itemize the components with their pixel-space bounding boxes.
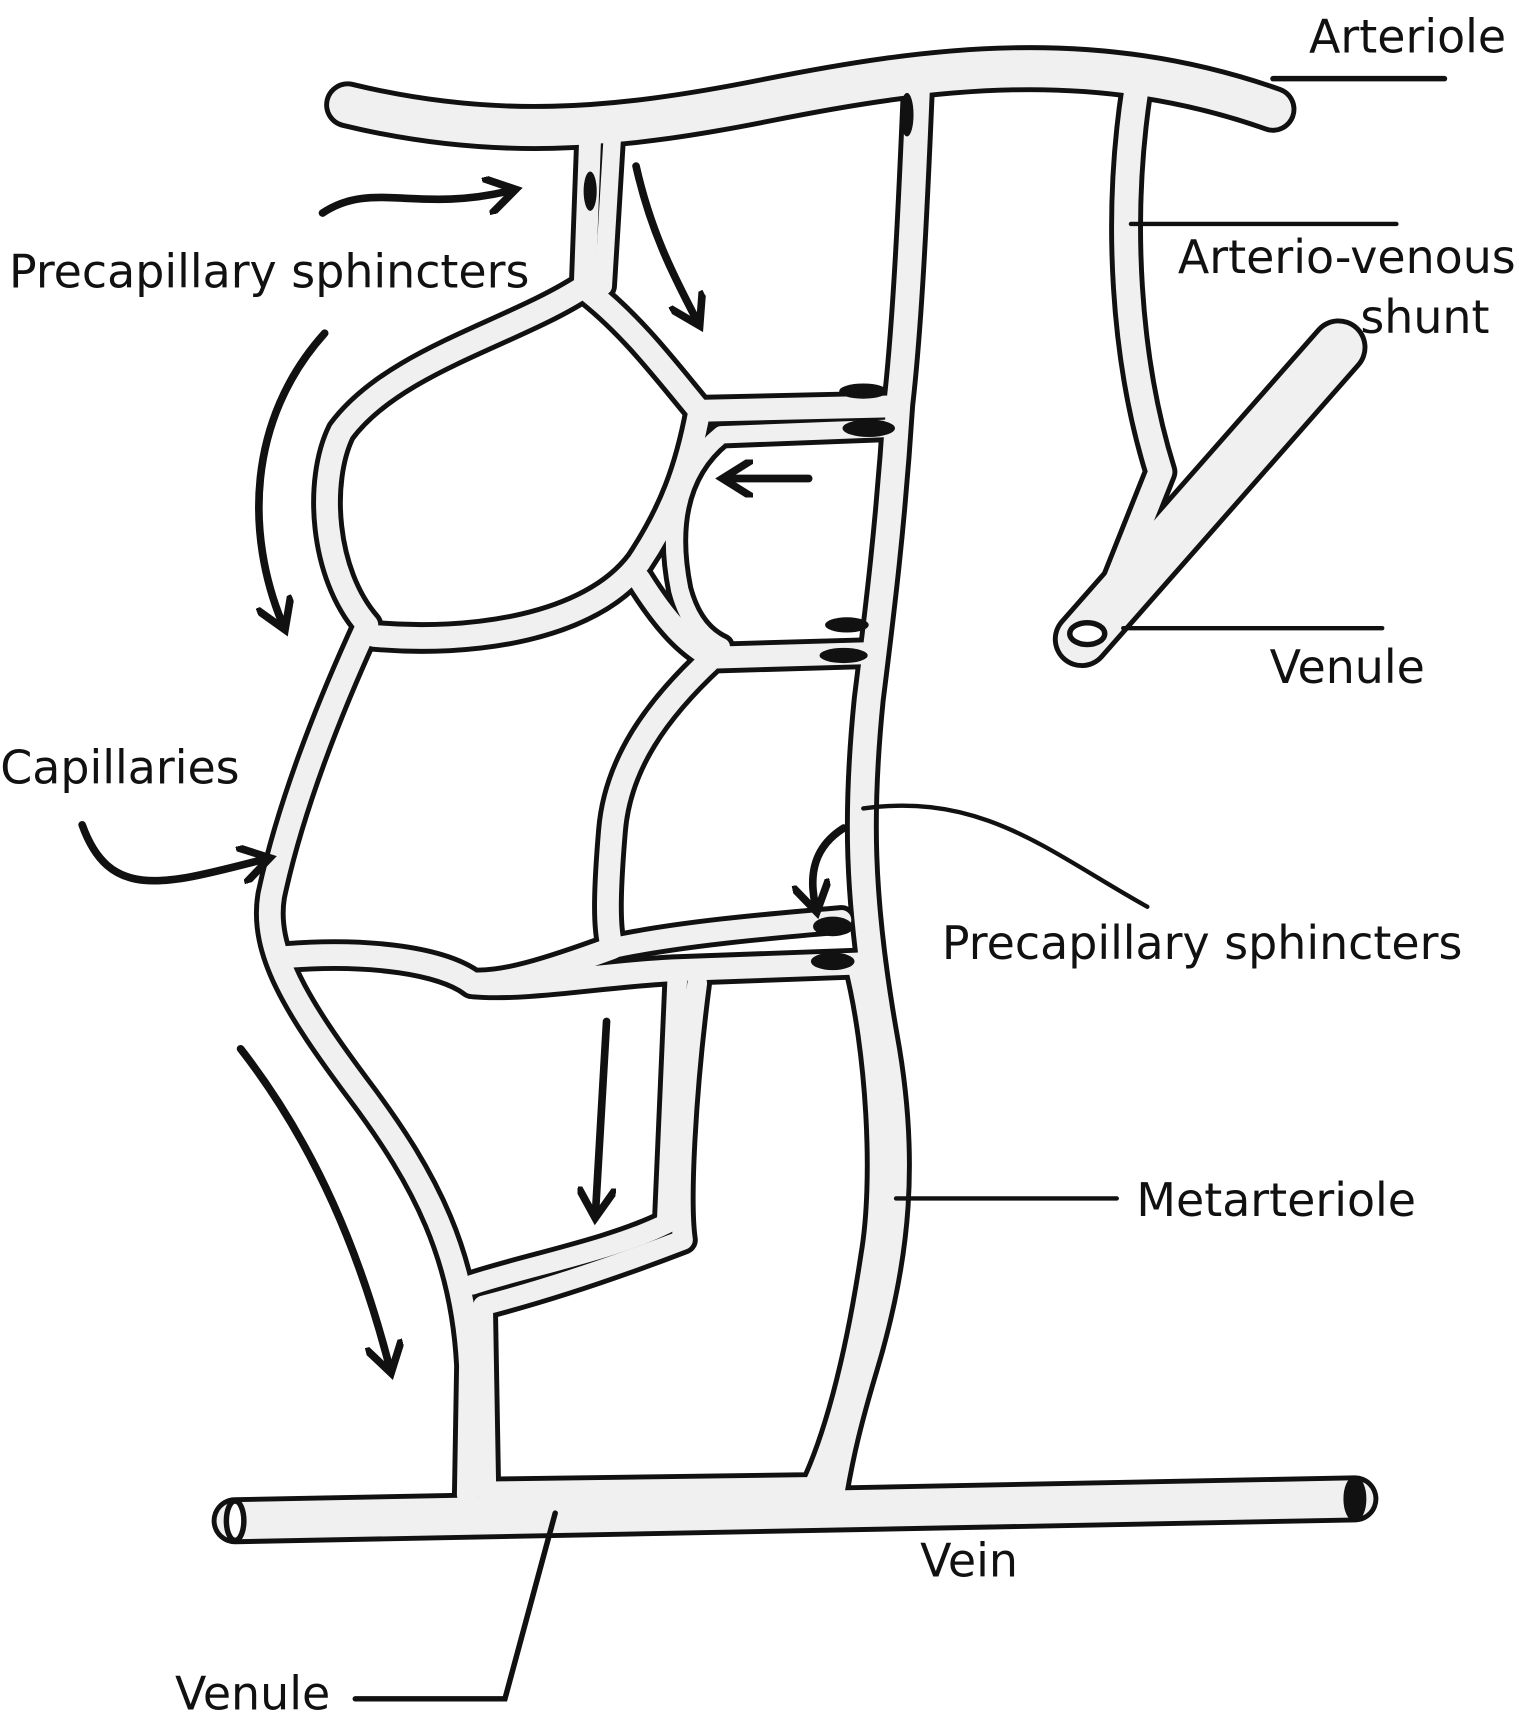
label-metarteriole: Metarteriole (1136, 1173, 1416, 1227)
sphincter-mark (842, 419, 895, 437)
sphincter-mark (839, 383, 888, 399)
flow-arrow-icon (318, 191, 509, 217)
capillary-lumen (486, 952, 892, 1504)
capillary-lumen (462, 962, 688, 1295)
sphincter-mark (900, 92, 914, 137)
capillary-lumen (461, 952, 869, 996)
label-venule-bottom: Venule (175, 1667, 330, 1713)
flow-arrow-icon (255, 329, 329, 623)
vessel-end (1067, 619, 1108, 648)
vessel-end (223, 1498, 247, 1544)
capillary-lumen (665, 419, 900, 656)
sphincter-mark (813, 916, 853, 937)
sphincter-mark (810, 952, 855, 971)
capillary-lumen (602, 910, 852, 959)
precap-right-leader (861, 803, 1150, 909)
capillary-lumen (258, 125, 602, 1506)
sphincter-marks (583, 92, 914, 971)
capillary-lumen (473, 973, 708, 1502)
sphincter-mark (819, 647, 868, 664)
av-shunt-lumen (1086, 77, 1173, 641)
sphincter-mark (825, 617, 869, 633)
flow-arrow-icon (78, 820, 262, 885)
flow-arrow-icon (596, 1017, 607, 1210)
label-arteriole: Arteriole (1309, 9, 1506, 63)
flow-arrow-icon (813, 824, 848, 904)
vessel-end (1343, 1476, 1367, 1522)
leader-lines (352, 75, 1448, 1702)
arteriole-lumen (329, 50, 1292, 147)
flow-arrow-icon (236, 1044, 390, 1366)
flow-arrows (78, 162, 848, 1366)
venule-bottom-leader (352, 1510, 558, 1702)
label-capillaries: Capillaries (0, 740, 239, 794)
label-av-shunt-2: shunt (1360, 290, 1489, 344)
vessel-network (211, 45, 1379, 1545)
label-precap-right: Precapillary sphincters (942, 916, 1462, 970)
label-venule-right: Venule (1270, 640, 1425, 694)
flow-arrow-icon (632, 162, 696, 319)
sphincter-mark (583, 171, 597, 211)
label-av-shunt: Arterio-venous (1178, 230, 1516, 284)
capillary-lumen (594, 133, 621, 295)
vein-lumen (216, 1480, 1374, 1540)
label-precap-left: Precapillary sphincters (9, 244, 529, 298)
label-vein: Vein (920, 1533, 1018, 1587)
